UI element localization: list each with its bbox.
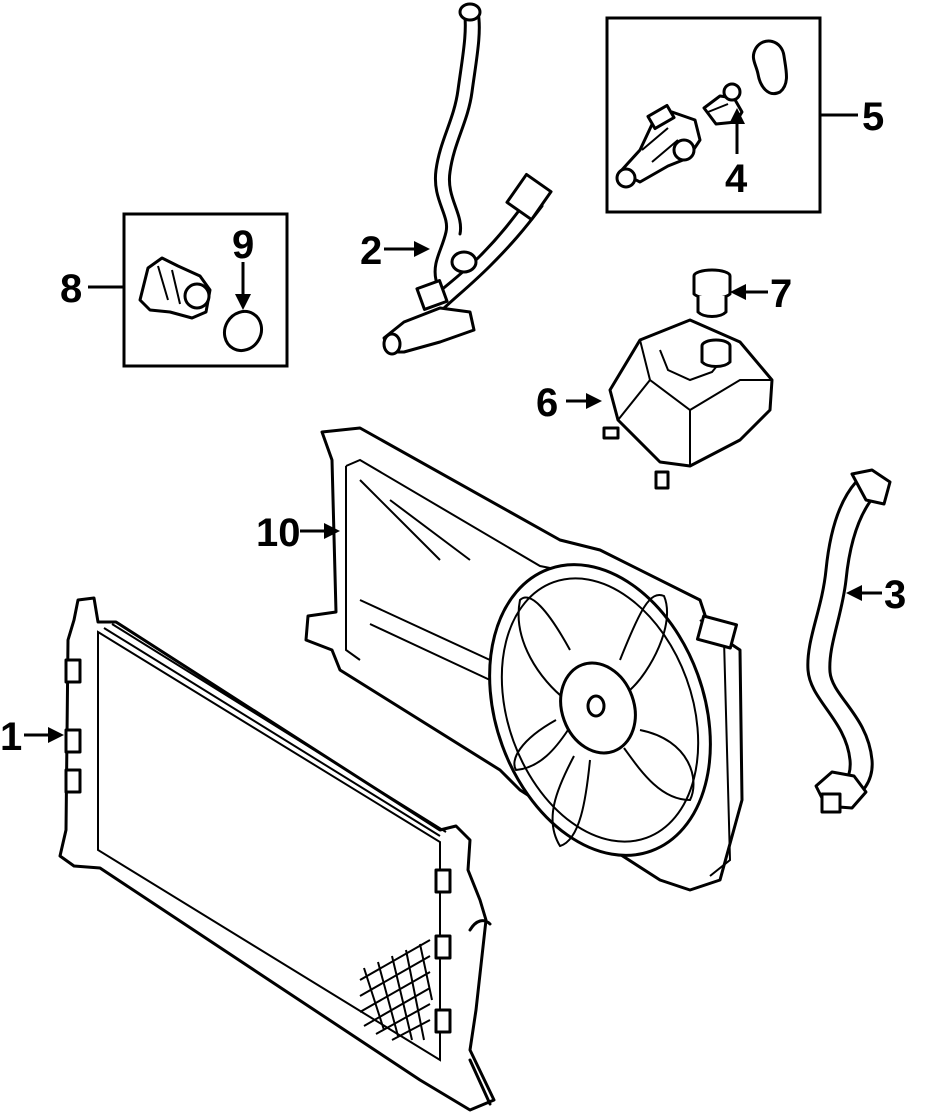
arrow-7	[730, 284, 746, 300]
radiator-group: 1	[0, 596, 496, 1112]
upper-hose-branch	[428, 194, 532, 302]
callout-3: 3	[884, 573, 906, 617]
radiator	[58, 596, 496, 1112]
radiator-core-grid	[359, 939, 433, 1041]
callout-10: 10	[256, 511, 301, 555]
part-8-box	[122, 212, 289, 368]
lower-hose-group: 3	[806, 468, 906, 814]
water-outlet-group: 9 8	[60, 212, 289, 368]
lower-hose	[806, 480, 858, 796]
callout-4: 4	[725, 157, 748, 201]
callout-6: 6	[536, 381, 558, 425]
outlet-gasket	[222, 309, 264, 353]
coolant-reservoir-group: 6	[536, 318, 774, 490]
reservoir-cap-group: 7	[692, 268, 792, 318]
thermostat-gasket	[751, 39, 788, 95]
callout-1: 1	[0, 715, 22, 759]
cooling-fan	[488, 563, 712, 857]
arrow-3	[846, 585, 862, 601]
callout-5: 5	[862, 95, 884, 139]
arrow-10	[324, 523, 340, 539]
arrow-2	[414, 241, 430, 257]
arrow-6	[586, 393, 602, 409]
callout-7: 7	[770, 272, 792, 316]
upper-hose-long	[433, 8, 467, 282]
thermostat-housing-group: 4 5	[605, 16, 884, 214]
reservoir-cap	[692, 268, 732, 318]
upper-hose-assembly: 2	[360, 2, 553, 356]
coolant-reservoir	[602, 318, 774, 490]
water-outlet	[138, 256, 212, 320]
arrow-9	[235, 294, 251, 310]
thermostat-housing	[615, 103, 702, 189]
arrow-4	[729, 108, 745, 124]
callout-9: 9	[232, 223, 254, 267]
arrow-1	[48, 727, 64, 743]
callout-8: 8	[60, 267, 82, 311]
callout-2: 2	[360, 229, 382, 273]
fan-assembly-group: 10	[256, 426, 744, 892]
